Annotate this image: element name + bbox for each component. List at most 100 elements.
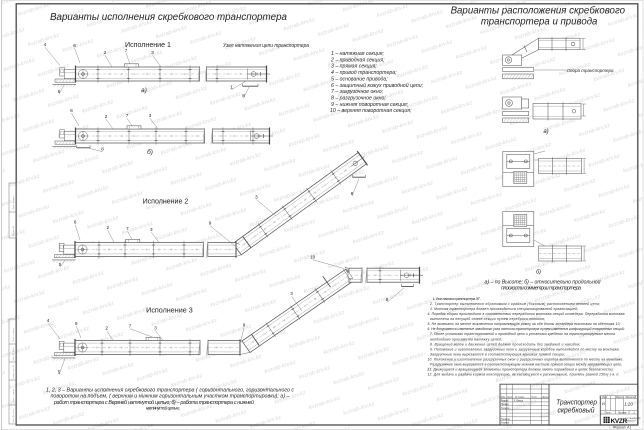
svg-text:8: 8 bbox=[242, 93, 245, 98]
svg-text:плоскости симметрии транспорте: плоскости симметрии транспортера bbox=[501, 285, 581, 291]
svg-text:5: 5 bbox=[58, 89, 61, 94]
svg-text:Х. Бекир: Х. Бекир bbox=[513, 399, 524, 402]
svg-text:Листов: Листов bbox=[617, 412, 627, 414]
svg-text:Транспортер: Транспортер bbox=[556, 399, 597, 406]
svg-text:7: 7 bbox=[125, 48, 128, 53]
svg-text:4 – привод транспортера;: 4 – привод транспортера; bbox=[331, 70, 397, 76]
svg-text:9. Положение и изготовление за: 9. Положение и изготовление загрузочных … bbox=[430, 347, 620, 351]
svg-text:3. Монтаж транспортера должен: 3. Монтаж транспортера должен производит… bbox=[430, 307, 578, 311]
svg-text:3: 3 bbox=[151, 50, 154, 55]
svg-text:10. Положение и изготовление р: 10. Положение и изготовление разгрузочны… bbox=[428, 358, 624, 362]
svg-text:а) – по Высоте; б) – относите: а) – по Высоте; б) – относительно продол… bbox=[485, 278, 601, 285]
svg-text:3: 3 bbox=[255, 195, 258, 200]
svg-text:8: 8 bbox=[351, 191, 354, 196]
svg-text:7: 7 bbox=[126, 113, 129, 118]
svg-text:8. Вращение валов и движение ц: 8. Вращение валов и движение цепей должн… bbox=[430, 342, 580, 346]
svg-text:Варианты исполнения скребковог: Варианты исполнения скребкового транспор… bbox=[50, 12, 288, 23]
svg-text:выполнена на несущей стене сек: выполнена на несущей стене секции путем … bbox=[430, 317, 545, 321]
svg-text:Подп. и дата: Подп. и дата bbox=[12, 389, 15, 403]
svg-text:Лист: Лист bbox=[604, 412, 611, 414]
svg-text:1 – натяжная секция;: 1 – натяжная секция; bbox=[331, 51, 384, 57]
svg-text:поворотом на подъем, ( верхним: поворотом на подъем, ( верхним и нижним … bbox=[51, 394, 290, 400]
svg-text:8: 8 bbox=[101, 147, 104, 152]
svg-text:8: 8 bbox=[386, 297, 389, 302]
svg-text:6: 6 bbox=[74, 220, 77, 225]
svg-text:12. Для выдачи и раздачи кормо: 12. Для выдачи и раздачи кормов конструк… bbox=[428, 373, 620, 377]
svg-text:№ докум.: № докум. bbox=[515, 396, 525, 399]
svg-text:KVZR: KVZR bbox=[611, 418, 628, 425]
svg-text:2. Транспортер выполняется обр: 2. Транспортер выполняется обратимым с к… bbox=[429, 302, 600, 306]
svg-text:Лист: Лист bbox=[506, 397, 513, 399]
svg-text:И: И bbox=[602, 402, 605, 406]
svg-text:Масса: Масса bbox=[616, 397, 624, 399]
svg-text:Варианты расположения скребков: Варианты расположения скребкового bbox=[451, 6, 626, 17]
svg-text:6 – защитный кожух приводно: 6 – защитный кожух приводной цепи; bbox=[331, 82, 424, 89]
svg-text:1, 2, 3 – Варианты исполнения: 1, 2, 3 – Варианты исполнения скребковог… bbox=[46, 387, 294, 393]
svg-text:2: 2 bbox=[105, 114, 108, 119]
svg-text:9: 9 bbox=[243, 323, 246, 328]
svg-text:4: 4 bbox=[44, 42, 47, 47]
svg-text:необходимо произвести натяжку: необходимо произвести натяжку цепей; bbox=[430, 337, 502, 341]
svg-text:Лит.: Лит. bbox=[601, 397, 608, 399]
svg-text:Подп. и дата: Подп. и дата bbox=[12, 328, 15, 342]
svg-text:4: 4 bbox=[47, 318, 50, 323]
svg-text:11. Движущиеся и вращающиеся э: 11. Движущиеся и вращающиеся элементы тр… bbox=[428, 368, 614, 372]
svg-text:транспортера и привода: транспортера и привода bbox=[481, 17, 598, 28]
svg-text:10 – верхняя поворотная секц: 10 – верхняя поворотная секция; bbox=[330, 108, 412, 114]
svg-text:Инв. № дубл.: Инв. № дубл. bbox=[12, 347, 15, 361]
svg-text:8 – разгрузочное окно;: 8 – разгрузочное окно; bbox=[331, 96, 386, 102]
svg-text:10: 10 bbox=[310, 255, 316, 260]
svg-text:6: 6 bbox=[75, 321, 78, 326]
svg-text:Разгрузочные окна вырезаются в: Разгрузочные окна вырезаются в соответст… bbox=[430, 363, 622, 367]
svg-text:5: 5 bbox=[59, 262, 62, 267]
svg-text:а): а) bbox=[141, 87, 147, 94]
svg-text:Взам. инв. №: Взам. инв. № bbox=[12, 364, 15, 378]
svg-text:3: 3 bbox=[154, 326, 157, 331]
svg-text:3: 3 bbox=[150, 227, 153, 232]
svg-text:б): б) bbox=[536, 270, 541, 276]
svg-text:работ транспортера с Верхней н: работ транспортера с Верхней натянутой ц… bbox=[53, 399, 254, 406]
svg-text:натянутой цепью.: натянутой цепью. bbox=[146, 405, 181, 412]
svg-text:Исполнение 1: Исполнение 1 bbox=[125, 42, 171, 49]
svg-text:а): а) bbox=[543, 129, 548, 135]
svg-text:Провер.: Провер. bbox=[501, 404, 510, 406]
svg-text:5: 5 bbox=[58, 370, 61, 375]
svg-text:1. Угол наклона транспортера: 1. Угол наклона транспортера 30°. bbox=[433, 297, 481, 301]
svg-text:7: 7 bbox=[129, 324, 132, 329]
svg-text:Справ. №: Справ. № bbox=[12, 225, 15, 236]
svg-text:4. Порядок сборки производить: 4. Порядок сборки производить в соответс… bbox=[428, 312, 625, 316]
svg-text:Перв. примен.: Перв. примен. bbox=[13, 195, 15, 210]
svg-text:6. Не допускается изменение за: 6. Не допускается изменение заводского у… bbox=[428, 327, 625, 331]
svg-text:Утверд.: Утверд. bbox=[501, 422, 510, 425]
svg-text:Масштаб: Масштаб bbox=[625, 397, 636, 399]
svg-text:Исполнение 3: Исполнение 3 bbox=[146, 308, 193, 315]
svg-text:КОСТАНАЙСКИЙ: КОСТАНАЙСКИЙ bbox=[625, 417, 641, 420]
svg-text:6: 6 bbox=[73, 43, 76, 48]
svg-text:9: 9 bbox=[209, 221, 212, 226]
svg-text:6: 6 bbox=[70, 108, 73, 113]
svg-text:3: 3 bbox=[290, 291, 293, 296]
svg-text:1: 1 bbox=[633, 412, 635, 414]
svg-text:7. После установки транспортаж: 7. После установки транспортажной и прив… bbox=[430, 332, 615, 336]
svg-text:2 – приводная секция;: 2 – приводная секция; bbox=[330, 57, 385, 63]
svg-text:Разраб.: Разраб. bbox=[501, 400, 510, 402]
svg-text:Опора транспортера: Опора транспортера bbox=[567, 68, 614, 74]
svg-text:Загрузочные окна вырезаются в: Загрузочные окна вырезаются в соответств… bbox=[430, 353, 565, 357]
svg-text:Подп.: Подп. bbox=[532, 396, 538, 399]
svg-text:7: 7 bbox=[126, 226, 129, 231]
svg-text:Формат А1: Формат А1 bbox=[613, 426, 632, 430]
svg-text:2: 2 bbox=[104, 50, 107, 55]
svg-text:1: 1 bbox=[230, 85, 233, 90]
svg-text:9 – нижняя поворотная секци: 9 – нижняя поворотная секция; bbox=[331, 102, 409, 108]
svg-text:3: 3 bbox=[149, 113, 152, 118]
svg-text:Изм.: Изм. bbox=[501, 397, 506, 399]
svg-text:1:20: 1:20 bbox=[624, 401, 633, 406]
svg-text:Узел натяжения цепи транспорте: Узел натяжения цепи транспортера bbox=[223, 43, 309, 49]
svg-text:Т.контр.: Т.контр. bbox=[501, 408, 511, 410]
svg-text:б): б) bbox=[147, 148, 153, 156]
svg-text:5 – основание привода;: 5 – основание привода; bbox=[331, 76, 388, 82]
svg-text:скребковый: скребковый bbox=[558, 406, 595, 414]
svg-text:Исполнение 2: Исполнение 2 bbox=[143, 199, 189, 206]
svg-text:Н.контр.: Н.контр. bbox=[501, 419, 511, 421]
svg-text:2: 2 bbox=[105, 326, 108, 331]
